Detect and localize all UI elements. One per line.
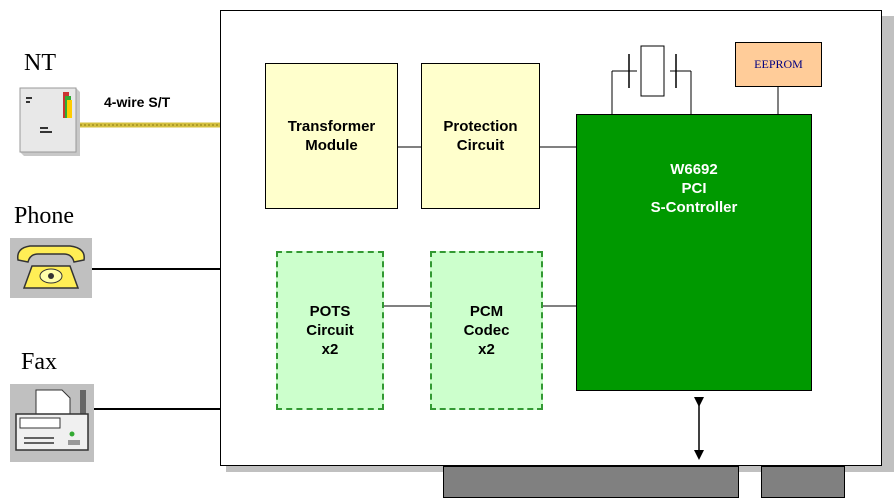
- fax-machine-icon: [10, 384, 94, 462]
- eeprom-block: EEPROM: [735, 42, 822, 87]
- st-cable-label: 4-wire S/T: [104, 94, 171, 110]
- telephone-icon: [10, 238, 92, 298]
- nt-device-icon: [18, 86, 82, 158]
- transformer-module-block: Transformer Module: [265, 63, 398, 209]
- pcm-codec-block: PCM Codec x2: [430, 251, 543, 410]
- pci-connector-small: [761, 466, 845, 498]
- fax-label: Fax: [21, 349, 57, 375]
- s-controller-block: W6692 PCI S-Controller: [576, 114, 812, 391]
- pots-circuit-block: POTS Circuit x2: [276, 251, 384, 410]
- nt-label: NT: [24, 50, 56, 76]
- crystal-oscillator-icon: [628, 45, 677, 97]
- phone-label: Phone: [14, 203, 74, 229]
- protection-circuit-block: Protection Circuit: [421, 63, 540, 209]
